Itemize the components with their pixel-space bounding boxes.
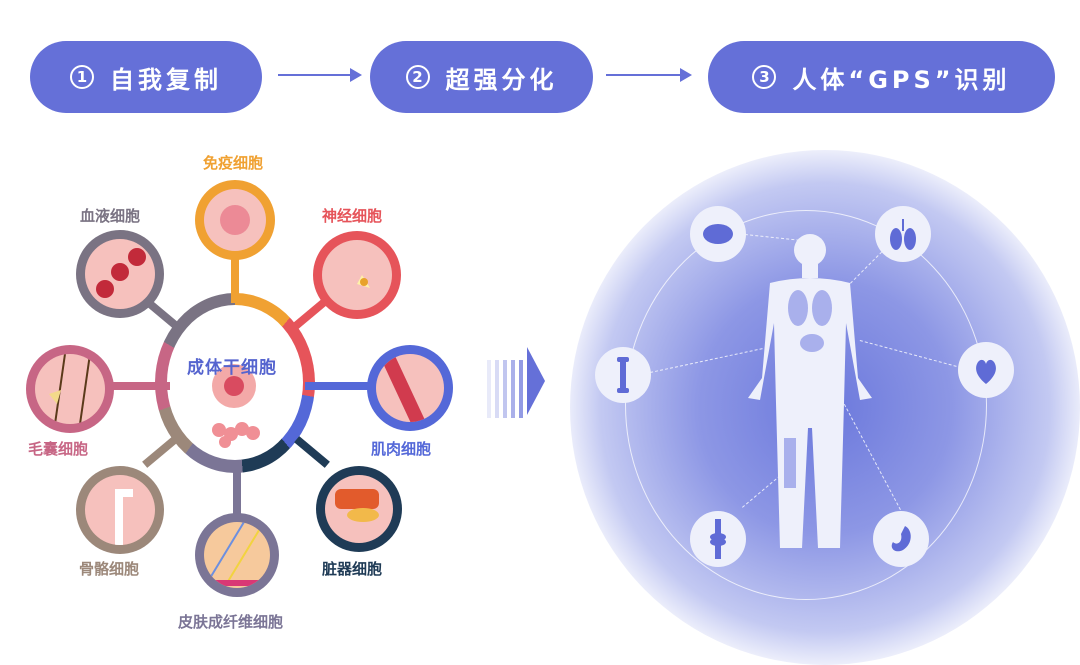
connector <box>112 382 170 390</box>
heart-icon <box>976 359 996 384</box>
bone-cell-label: 骨骼细胞 <box>79 560 140 578</box>
nerve-cell-label: 神经细胞 <box>322 207 383 225</box>
blood-cell-label: 血液细胞 <box>80 207 141 225</box>
brain-icon <box>703 224 733 244</box>
step-number-badge: 1 <box>70 65 94 89</box>
step-number-badge: 3 <box>752 65 777 89</box>
heart-node <box>958 342 1014 398</box>
step-2-pill: 2 超强分化 <box>370 41 593 113</box>
muscle-cell-label: 肌肉细胞 <box>371 440 432 458</box>
lungs-node <box>875 206 931 262</box>
immune-cell-label: 免疫细胞 <box>203 154 264 172</box>
step-number-badge: 2 <box>405 65 430 89</box>
core-label: 成体干细胞 <box>187 358 277 378</box>
blood-cell-icon <box>96 248 146 298</box>
hair-follicle-label: 毛囊细胞 <box>28 440 89 458</box>
skin-fibroblast-node <box>195 513 279 597</box>
step-3-pill: 3 人体“GPS”识别 <box>708 41 1055 113</box>
brain-node <box>690 206 746 262</box>
step-label: 超强分化 <box>445 65 558 94</box>
hair-follicle-icon <box>49 354 91 424</box>
connector <box>233 460 241 515</box>
muscle-cell-node <box>367 345 453 431</box>
arrow-icon <box>278 68 362 82</box>
bone-node <box>595 347 651 403</box>
stem-cell-icon <box>212 364 260 448</box>
bone-cell-icon <box>115 489 133 545</box>
immune-cell-icon <box>220 205 250 235</box>
skin-fibroblast-label: 皮肤成纤维细胞 <box>178 613 284 631</box>
human-body-silhouette <box>748 234 872 548</box>
organ-cell-label: 脏器细胞 <box>322 560 383 578</box>
knee-joint-node <box>690 511 746 567</box>
muscle-cell-icon <box>378 354 430 422</box>
hair-follicle-node <box>26 345 114 433</box>
knee-joint-icon <box>710 519 726 559</box>
arrow-icon <box>606 68 692 82</box>
skin-fibroblast-icon <box>204 522 265 588</box>
connector <box>305 382 369 390</box>
bone-icon <box>617 357 629 393</box>
nerve-cell-node <box>313 231 401 319</box>
organ-cell-icon <box>335 489 379 522</box>
transition-arrow-icon <box>527 347 545 415</box>
lungs-icon <box>890 219 916 250</box>
stomach-node <box>873 511 929 567</box>
step-1-pill: 1 自我复制 <box>30 41 262 113</box>
immune-cell-node <box>195 180 275 260</box>
stomach-icon <box>891 526 911 552</box>
blood-cell-node <box>76 230 164 318</box>
stem-cell-core <box>167 305 303 460</box>
transition-stripes <box>487 360 523 418</box>
orbit-ring <box>625 210 987 600</box>
bone-cell-node <box>76 466 164 554</box>
connector <box>231 258 239 303</box>
nerve-cell-icon <box>357 275 370 288</box>
step-label: 人体“GPS”识别 <box>792 65 1011 94</box>
organ-cell-node <box>316 466 402 552</box>
step-label: 自我复制 <box>110 65 222 94</box>
